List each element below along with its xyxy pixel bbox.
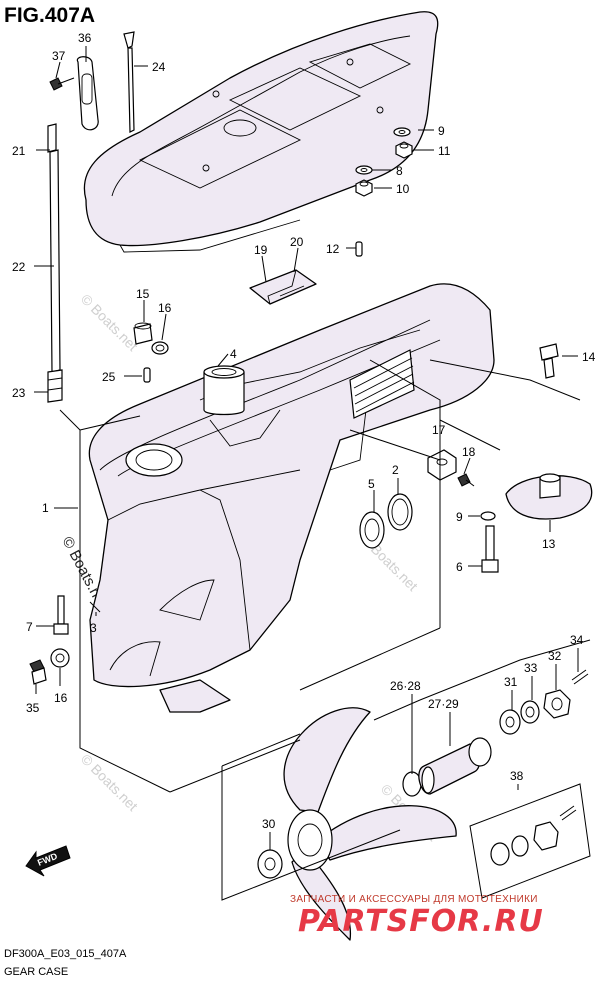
callout-9-lower: 9 bbox=[456, 510, 463, 524]
pin-3 bbox=[89, 601, 101, 613]
figure-name: GEAR CASE bbox=[4, 966, 69, 978]
callout-13: 13 bbox=[542, 537, 556, 551]
callout-15: 15 bbox=[136, 287, 150, 301]
plug-15 bbox=[133, 322, 153, 345]
callout-37: 37 bbox=[52, 49, 66, 63]
assembly-boundaries bbox=[59, 359, 591, 901]
nut-32 bbox=[543, 689, 571, 719]
callout-1: 1 bbox=[42, 501, 49, 515]
cap-17 bbox=[427, 449, 457, 481]
callout-14: 14 bbox=[582, 350, 596, 364]
callout-16-upper: 16 bbox=[158, 301, 172, 315]
leader-lines bbox=[34, 46, 579, 850]
callout-36: 36 bbox=[78, 31, 92, 45]
propeller bbox=[283, 707, 457, 941]
callout-38: 38 bbox=[510, 769, 524, 783]
callout-33: 33 bbox=[524, 661, 538, 675]
vendor-logo: PARTSFOR.RU bbox=[298, 904, 544, 939]
callout-21: 21 bbox=[12, 144, 26, 158]
callout-32: 32 bbox=[548, 649, 562, 663]
oil-seal-5 bbox=[359, 511, 385, 549]
spacer-30 bbox=[257, 849, 283, 879]
callout-26-28: 26·28 bbox=[390, 679, 421, 693]
bolt-6 bbox=[481, 525, 499, 573]
callout-25: 25 bbox=[102, 370, 116, 384]
callout-22: 22 bbox=[12, 260, 26, 274]
pin-25 bbox=[143, 367, 151, 383]
callout-12: 12 bbox=[326, 242, 340, 256]
watermark: © Boats.net bbox=[78, 751, 141, 814]
callout-11: 11 bbox=[438, 144, 451, 158]
cable-tie-24 bbox=[123, 31, 135, 133]
callout-17: 17 bbox=[432, 423, 446, 437]
callout-4: 4 bbox=[230, 347, 237, 361]
callout-10: 10 bbox=[396, 182, 410, 196]
plug-35 bbox=[29, 659, 47, 685]
nut-11 bbox=[395, 141, 413, 159]
washer-9-upper bbox=[393, 127, 411, 137]
figure-code: DF300A_E03_015_407A bbox=[4, 948, 127, 960]
callout-9-upper: 9 bbox=[438, 124, 445, 138]
callout-19: 19 bbox=[254, 243, 268, 257]
nut-kit-38 bbox=[469, 783, 591, 899]
cotter-pin-34 bbox=[571, 669, 589, 685]
bolt-37 bbox=[49, 77, 75, 91]
callout-23: 23 bbox=[12, 386, 26, 400]
washer-33 bbox=[520, 700, 540, 724]
watermark: © Boats.net bbox=[78, 291, 141, 354]
callout-31: 31 bbox=[504, 675, 518, 689]
callout-35: 35 bbox=[26, 701, 40, 715]
callout-5: 5 bbox=[368, 477, 375, 491]
callout-18: 18 bbox=[462, 445, 476, 459]
o-ring-2 bbox=[387, 493, 413, 531]
callout-2: 2 bbox=[392, 463, 399, 477]
top-cover-plate bbox=[83, 11, 439, 253]
callout-7: 7 bbox=[26, 620, 33, 634]
gasket-16-upper bbox=[151, 341, 169, 355]
anode-19-20 bbox=[249, 269, 317, 305]
clamp-36 bbox=[76, 56, 99, 131]
callout-6: 6 bbox=[456, 560, 463, 574]
callout-8: 8 bbox=[396, 164, 403, 178]
bolt-14 bbox=[539, 343, 559, 379]
callout-34: 34 bbox=[570, 633, 584, 647]
bolt-18 bbox=[457, 473, 475, 487]
callout-27-29: 27·29 bbox=[428, 697, 459, 711]
callout-20: 20 bbox=[290, 235, 304, 249]
pin-12 bbox=[355, 241, 363, 257]
callout-3: 3 bbox=[90, 621, 97, 635]
callout-30: 30 bbox=[262, 817, 276, 831]
gear-case-body bbox=[88, 283, 495, 713]
vendor-tagline: ЗАПЧАСТИ И АКСЕССУАРЫ ДЛЯ МОТОТЕХНИКИ bbox=[290, 894, 538, 905]
washer-31 bbox=[499, 709, 521, 735]
gasket-16-lower bbox=[50, 648, 70, 668]
callout-16-lower: 16 bbox=[54, 691, 68, 705]
trim-tab-13 bbox=[505, 473, 593, 520]
nut-10 bbox=[355, 179, 373, 197]
bushing-27-29 bbox=[418, 737, 492, 795]
bolt-7 bbox=[53, 595, 69, 635]
washer-8 bbox=[355, 165, 373, 175]
water-tube-22 bbox=[47, 123, 63, 403]
callout-labels: 37 36 24 21 9 11 8 10 19 20 12 22 15 16 … bbox=[12, 31, 596, 831]
washer-9-lower bbox=[480, 511, 496, 521]
callout-24: 24 bbox=[152, 60, 166, 74]
figure-title: FIG.407A bbox=[4, 4, 96, 27]
fwd-arrow: FWD bbox=[25, 845, 71, 877]
